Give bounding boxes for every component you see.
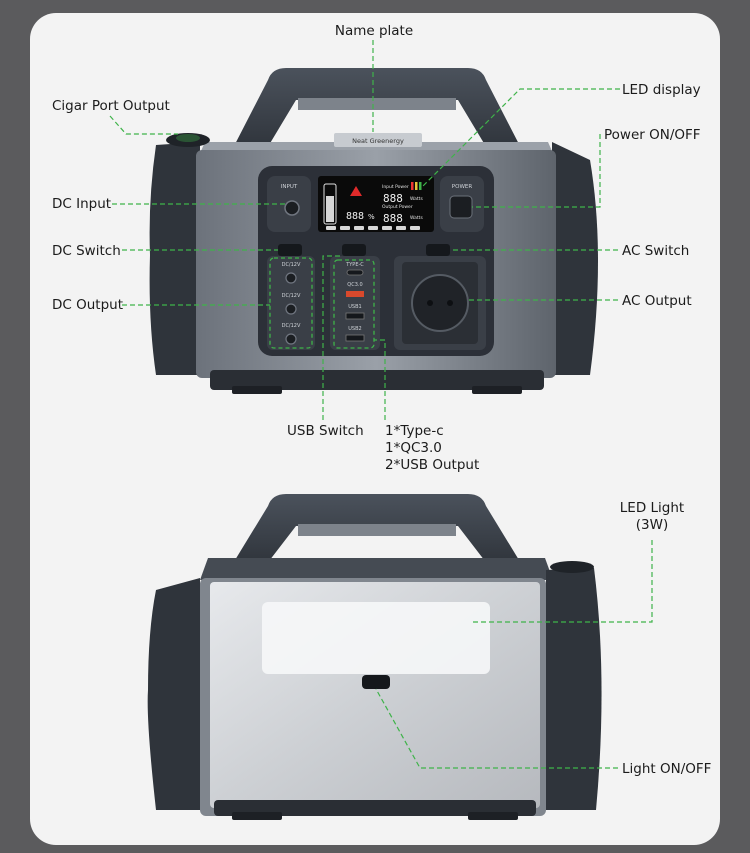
usb-zone <box>330 256 380 350</box>
dc12v-label-1: DC/12V <box>282 262 301 268</box>
callout-dc-switch: DC Switch <box>52 243 121 259</box>
screen-digits-3: 888 <box>346 211 364 222</box>
dc-input-port <box>284 200 300 216</box>
callout-usb-switch: USB Switch <box>287 423 364 439</box>
led-screen <box>318 176 434 232</box>
callout-led-light: LED Light (3W) <box>612 500 692 534</box>
screen-percent: % <box>368 213 375 221</box>
callout-dc-output: DC Output <box>52 297 124 313</box>
leader-power <box>472 134 601 208</box>
name-plate-text: Neat Greenergy <box>352 137 404 145</box>
leader-led-display <box>422 88 620 187</box>
back-unit <box>147 494 602 820</box>
led-light-line-1: LED Light <box>619 500 685 516</box>
handle-grip <box>298 98 456 110</box>
callout-power-on-off: Power ON/OFF <box>604 127 701 143</box>
usb-output-line-3: 2*USB Output <box>385 457 480 473</box>
callout-cigar-port: Cigar Port Output <box>52 98 170 114</box>
callout-usb-output: 1*Type-c 1*QC3.0 2*USB Output <box>385 423 479 474</box>
back-left-bumper <box>147 578 200 810</box>
led-light-panel <box>262 602 490 674</box>
left-bumper <box>149 142 200 375</box>
dc12v-label-2: DC/12V <box>282 293 301 299</box>
front-handle <box>232 68 522 150</box>
callout-led-display: LED display <box>622 82 701 98</box>
ac-switch-button <box>426 244 450 256</box>
usb-output-line-2: 1*QC3.0 <box>385 440 442 456</box>
front-unit: Neat Greenergy INPUT Input Power 888 Wat… <box>149 68 598 394</box>
back-right-bumper <box>546 568 602 810</box>
led-light-line-2: (3W) <box>635 517 669 533</box>
qc30-label: QC3.0 <box>347 282 362 288</box>
light-switch-button <box>362 675 390 689</box>
callout-name-plate: Name plate <box>334 23 414 39</box>
callout-ac-switch: AC Switch <box>622 243 690 259</box>
leader-usb-output <box>374 339 386 420</box>
name-plate <box>334 133 422 147</box>
usb-output-line-1: 1*Type-c <box>385 423 444 439</box>
type-c-label: TYPE-C <box>345 262 364 268</box>
dc12v-label-3: DC/12V <box>282 323 301 329</box>
callout-light-on-off: Light ON/OFF <box>622 761 712 777</box>
screen-watts-2: Watts <box>410 215 423 221</box>
leader-led-light <box>470 540 653 623</box>
right-bumper <box>552 142 598 375</box>
input-label: INPUT <box>281 184 298 190</box>
dc-switch-button <box>278 244 302 256</box>
leader-lines <box>109 40 653 769</box>
power-button <box>449 195 473 219</box>
screen-digits-1: 888 <box>383 192 403 205</box>
leader-cigar <box>109 115 178 135</box>
callout-dc-input: DC Input <box>52 196 112 212</box>
callout-ac-output: AC Output <box>622 293 692 309</box>
screen-digits-2: 888 <box>383 212 403 225</box>
ac-socket <box>411 274 469 332</box>
usb1-label: USB1 <box>348 304 361 310</box>
usb2-label: USB2 <box>348 326 361 332</box>
power-label: POWER <box>452 184 473 190</box>
product-diagram: Neat Greenergy INPUT Input Power 888 Wat… <box>109 40 653 820</box>
screen-output-power: Output Power <box>382 204 413 210</box>
leader-usb-switch <box>322 255 342 420</box>
diagram-card: Neat Greenergy INPUT Input Power 888 Wat… <box>30 13 720 845</box>
cigar-port <box>166 133 210 147</box>
leader-light-onoff <box>375 688 618 769</box>
screen-watts-1: Watts <box>410 196 423 202</box>
front-base <box>210 370 544 390</box>
usb-switch-button <box>342 244 366 256</box>
screen-input-power: Input Power <box>382 184 409 190</box>
back-handle <box>232 494 522 565</box>
dc-output-zone <box>267 256 315 350</box>
